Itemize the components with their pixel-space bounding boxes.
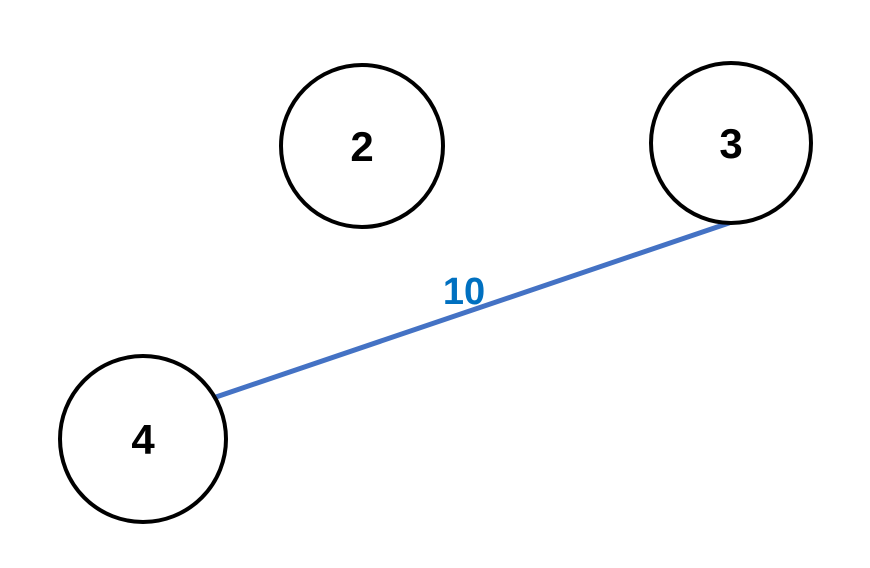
edge-line[interactable] [213,220,732,400]
node-circle[interactable] [279,63,445,229]
node-label: 4 [131,416,155,463]
node-circle[interactable] [58,354,228,524]
graph-node-2[interactable]: 2 [279,63,445,229]
graph-edge-4-3[interactable]: 10 [213,220,732,400]
node-label: 2 [350,123,373,170]
node-label: 3 [719,120,742,167]
graph-node-3[interactable]: 3 [649,61,813,225]
edge-weight-label: 10 [443,271,485,313]
node-circle[interactable] [649,61,813,225]
graph-node-4[interactable]: 4 [58,354,228,524]
